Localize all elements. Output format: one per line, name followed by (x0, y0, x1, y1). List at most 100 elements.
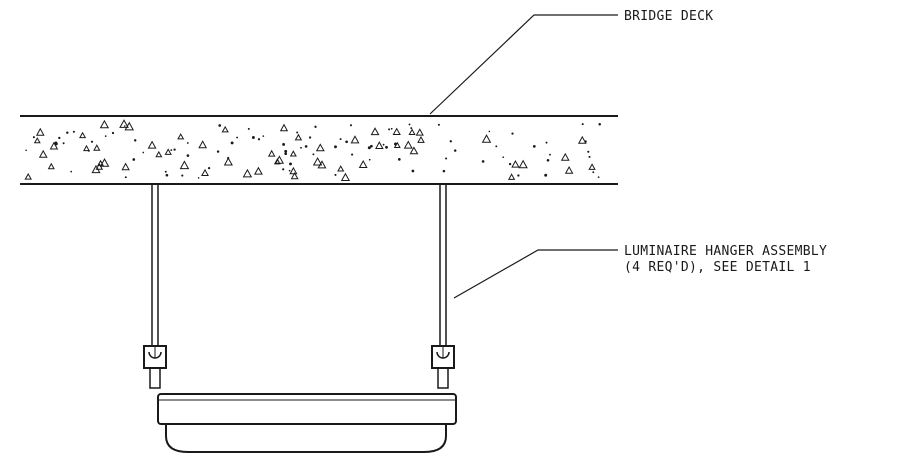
concrete-dot (397, 158, 401, 161)
concrete-dot (170, 149, 173, 151)
bridge-deck (20, 115, 618, 185)
concrete-dot (262, 135, 265, 137)
concrete-aggregate (121, 162, 130, 171)
concrete-aggregate (417, 135, 425, 143)
concrete-dot (296, 131, 299, 134)
concrete-dot (495, 145, 498, 148)
concrete-aggregate (267, 149, 276, 157)
concrete-dot (207, 166, 211, 170)
concrete-dot (90, 140, 94, 143)
concrete-dot (546, 158, 550, 162)
hanger-clamp-left (143, 345, 167, 389)
hanger-rod-left (151, 184, 159, 346)
concrete-dot (545, 141, 548, 144)
concrete-aggregate (408, 128, 416, 135)
concrete-dot (370, 144, 373, 148)
concrete-aggregate (198, 140, 208, 149)
concrete-aggregate (35, 127, 45, 136)
concrete-aggregate (350, 135, 360, 144)
concrete-aggregate (393, 141, 401, 148)
concrete-dot (549, 153, 551, 156)
concrete-dot (597, 176, 600, 178)
hanger-rod-right (439, 184, 447, 346)
concrete-dot (345, 140, 348, 144)
concrete-aggregate (273, 158, 281, 165)
concrete-dot (230, 141, 234, 145)
concrete-dot (511, 132, 514, 135)
concrete-aggregate (179, 160, 190, 170)
concrete-dot (598, 123, 601, 126)
concrete-dot (449, 140, 452, 143)
concrete-aggregate (177, 133, 185, 140)
concrete-dot (445, 157, 448, 160)
concrete-dot (588, 155, 591, 158)
concrete-dot (132, 158, 136, 161)
concrete-dot (181, 174, 184, 177)
concrete-aggregate (201, 168, 209, 176)
concrete-dot (308, 136, 312, 139)
concrete-aggregate (155, 150, 163, 158)
concrete-dot (236, 136, 239, 139)
concrete-dot (186, 154, 190, 157)
concrete-dot (72, 130, 75, 133)
concrete-hatch-pattern (24, 119, 601, 181)
hanger-clamp-right (431, 345, 455, 389)
concrete-dot (390, 127, 393, 130)
concrete-dot (289, 162, 292, 166)
concrete-aggregate (91, 164, 101, 174)
concrete-dot (385, 145, 388, 149)
hanger-label-line1: LUMINAIRE HANGER ASSEMBLY (624, 244, 827, 259)
concrete-aggregate (99, 158, 110, 167)
concrete-dot (62, 142, 65, 145)
concrete-dot (282, 142, 286, 146)
concrete-aggregate (588, 163, 596, 170)
concrete-dot (304, 145, 308, 148)
concrete-dot (66, 131, 69, 134)
concrete-dot (587, 150, 590, 153)
bridge-deck-leader (429, 14, 618, 115)
concrete-aggregate (340, 172, 351, 181)
concrete-dot (104, 135, 107, 137)
concrete-dot (54, 141, 58, 145)
concrete-dot (437, 123, 440, 126)
concrete-dot (164, 170, 167, 173)
concrete-dot (382, 143, 385, 146)
concrete-dot (488, 130, 491, 133)
concrete-dot (111, 131, 115, 135)
concrete-dot (481, 160, 485, 163)
concrete-dot (408, 123, 411, 126)
concrete-dot (388, 128, 391, 131)
concrete-aggregate (481, 134, 492, 143)
concrete-dot (173, 148, 176, 151)
concrete-dot (288, 169, 291, 172)
concrete-aggregate (403, 140, 413, 149)
bridge-deck-label: BRIDGE DECK (624, 9, 713, 24)
hanger-label-line2: (4 REQ'D), SEE DETAIL 1 (624, 260, 811, 275)
concrete-dot (349, 124, 353, 127)
concrete-aggregate (337, 165, 345, 172)
concrete-aggregate (279, 123, 289, 132)
concrete-aggregate (289, 150, 297, 157)
concrete-aggregate (511, 159, 520, 168)
concrete-dot (367, 146, 371, 150)
concrete-dot (282, 168, 285, 171)
hanger-leader (453, 249, 618, 299)
concrete-aggregate (358, 159, 368, 168)
concrete-aggregate (49, 141, 59, 150)
concrete-aggregate (253, 166, 263, 175)
concrete-aggregate (507, 173, 516, 180)
concrete-aggregate (289, 166, 298, 175)
concrete-dot (284, 149, 288, 153)
concrete-aggregate (242, 168, 253, 178)
concrete-dot (517, 174, 520, 177)
concrete-dot (502, 156, 505, 159)
concrete-dot (142, 151, 145, 154)
concrete-dot (442, 169, 446, 173)
concrete-dot (312, 153, 315, 156)
concrete-dot (581, 123, 584, 126)
concrete-aggregate (38, 149, 48, 158)
concrete-aggregate (147, 140, 157, 149)
concrete-dot (165, 173, 169, 177)
concrete-dot (218, 124, 222, 127)
concrete-dot (544, 173, 548, 177)
